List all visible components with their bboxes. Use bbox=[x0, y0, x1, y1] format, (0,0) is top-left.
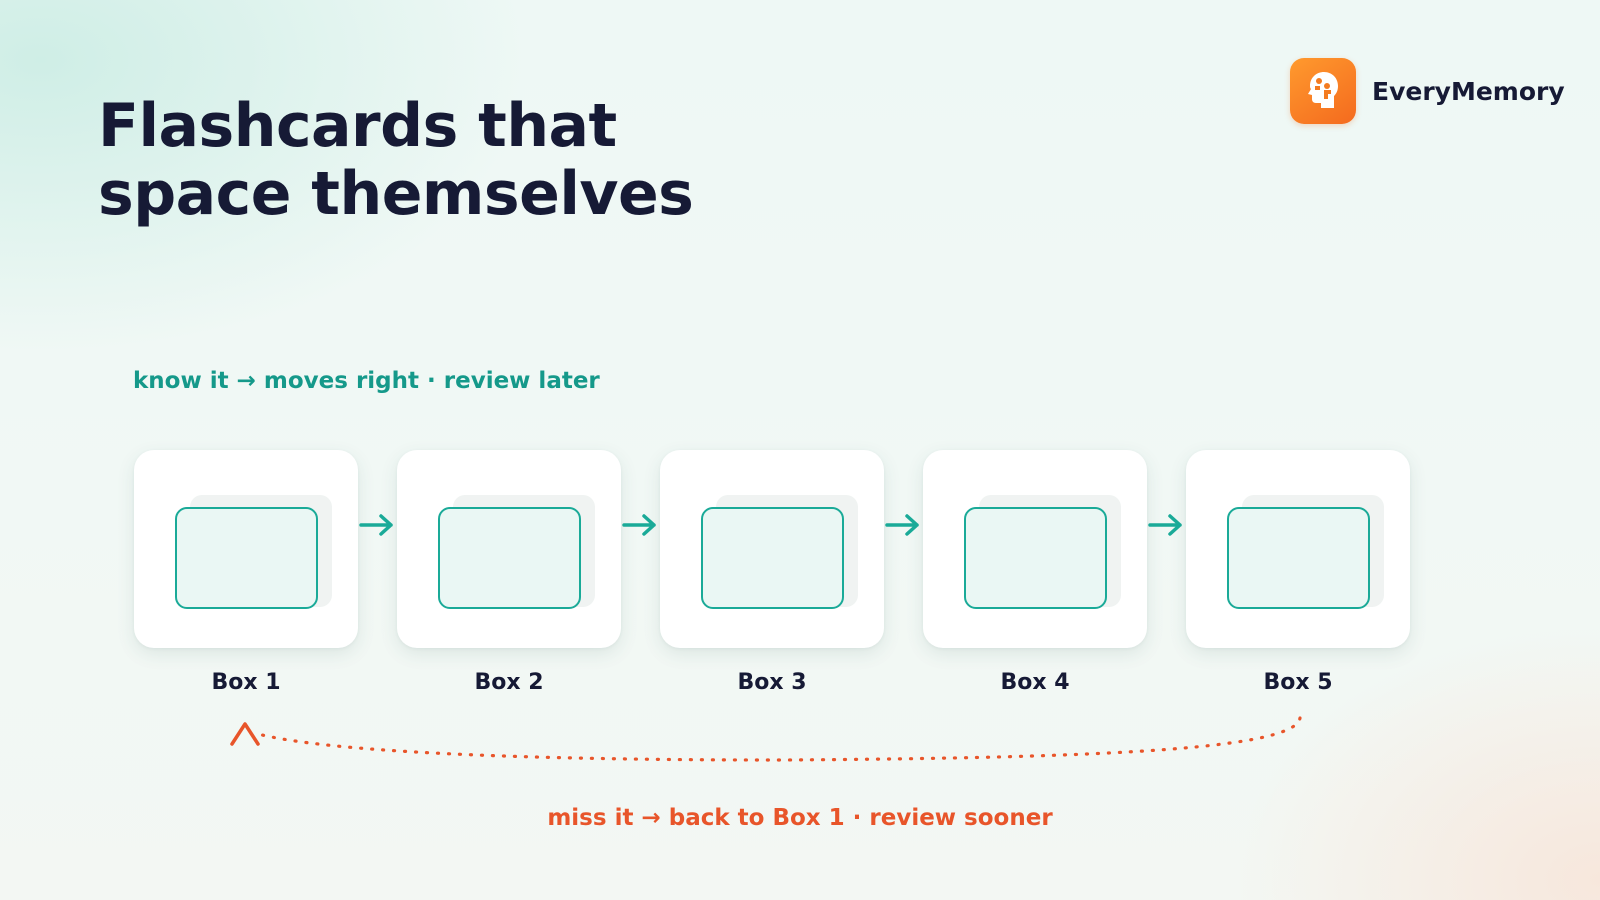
arrow-up-icon bbox=[230, 722, 260, 746]
flashcard bbox=[438, 507, 581, 609]
flashcard bbox=[175, 507, 318, 609]
box-2 bbox=[397, 450, 621, 648]
arrow-right-icon bbox=[885, 514, 919, 536]
head-puzzle-icon bbox=[1290, 58, 1356, 124]
box-4 bbox=[923, 450, 1147, 648]
arrow-right-icon bbox=[1148, 514, 1182, 536]
box-label: Box 2 bbox=[474, 670, 544, 695]
brand: EveryMemory bbox=[1290, 58, 1565, 124]
box-label: Box 4 bbox=[1000, 670, 1070, 695]
arrow-right-icon bbox=[359, 514, 393, 536]
advance-caption: know it → moves right · review later bbox=[133, 368, 600, 394]
box-3 bbox=[660, 450, 884, 648]
title-line-1: Flashcards that bbox=[98, 91, 617, 161]
flashcard bbox=[964, 507, 1107, 609]
arrow-right-icon bbox=[622, 514, 656, 536]
brand-name: EveryMemory bbox=[1372, 76, 1565, 106]
return-loop-path bbox=[256, 716, 1302, 762]
box-label: Box 1 bbox=[211, 670, 281, 695]
box-label: Box 3 bbox=[737, 670, 807, 695]
reset-caption: miss it → back to Box 1 · review sooner bbox=[547, 805, 1053, 831]
flashcard bbox=[1227, 507, 1370, 609]
page-title: Flashcards that space themselves bbox=[98, 91, 694, 229]
flashcard bbox=[701, 507, 844, 609]
box-label: Box 5 bbox=[1263, 670, 1333, 695]
box-5 bbox=[1186, 450, 1410, 648]
title-line-2: space themselves bbox=[98, 159, 694, 229]
box-1 bbox=[134, 450, 358, 648]
